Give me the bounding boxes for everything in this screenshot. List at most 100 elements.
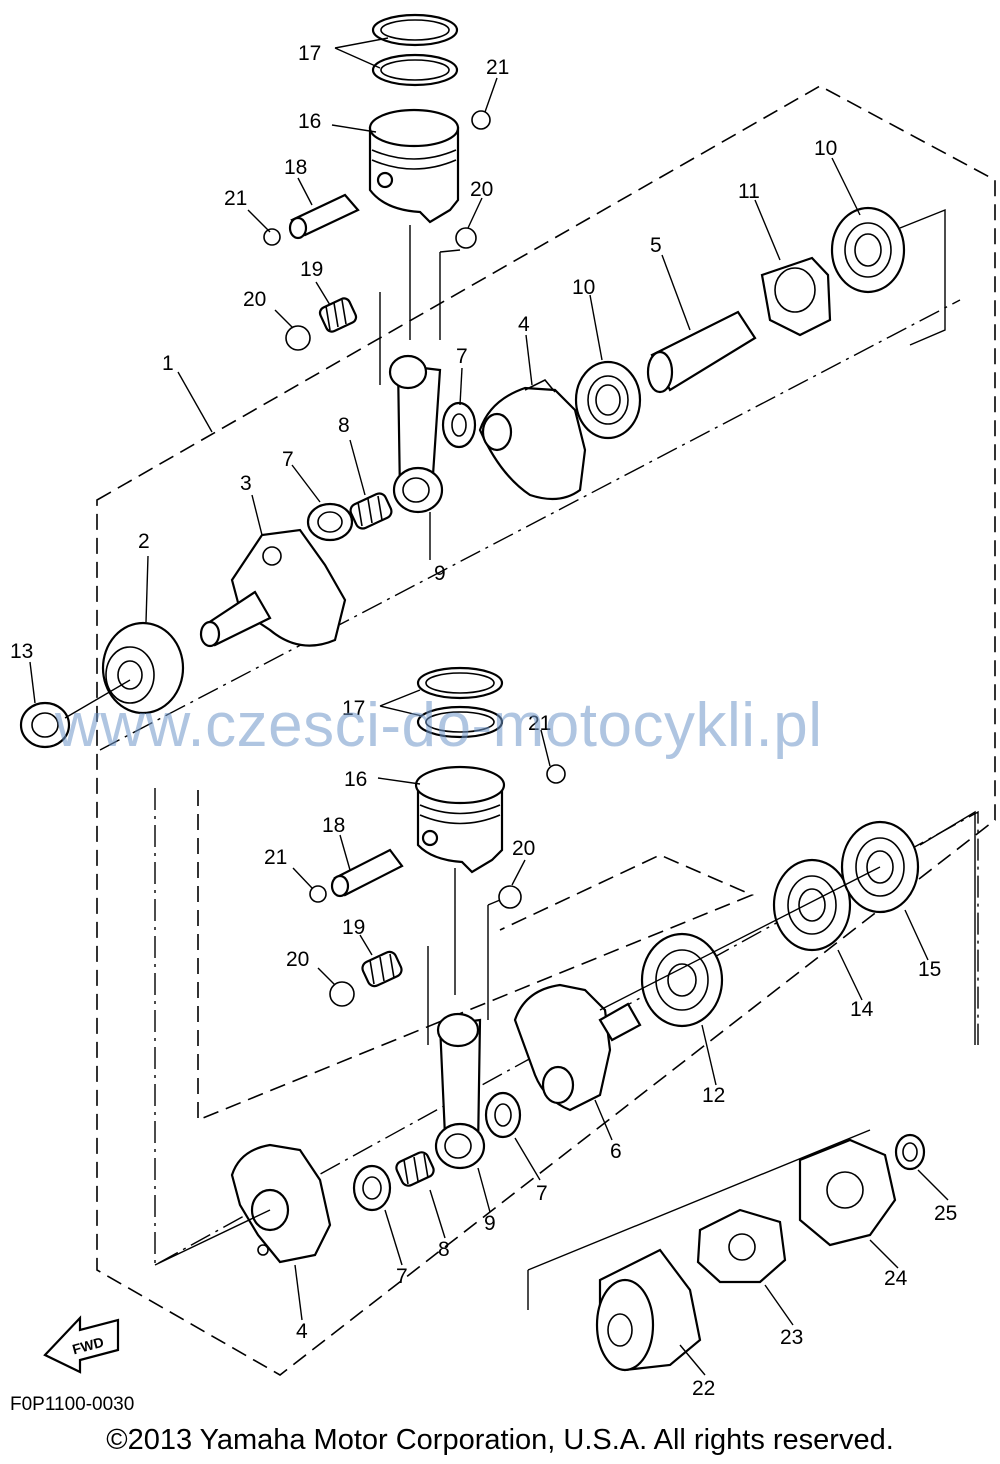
callout-18-lower: 18	[322, 814, 345, 837]
callout-25: 25	[934, 1202, 957, 1225]
callout-20-upper-left: 20	[243, 288, 266, 311]
diagram-code: F0P1100-0030	[10, 1394, 135, 1415]
lower-crank-guide	[154, 1209, 271, 1266]
seal-guide	[64, 679, 131, 719]
bearing-main-left	[101, 621, 185, 715]
shaft-upper	[646, 310, 757, 394]
coupling-washer	[894, 1133, 926, 1171]
crank-web-left	[199, 528, 347, 648]
middle-guide-line	[99, 299, 961, 751]
callout-3: 3	[240, 472, 252, 495]
piston-upper	[368, 108, 460, 224]
thrust-washer-lower	[352, 1164, 392, 1212]
piston-pin-upper	[288, 193, 360, 240]
needle-bearing-upper-small-end	[318, 297, 358, 333]
forward-direction-arrow	[43, 1315, 120, 1374]
thrust-washer-left	[306, 502, 354, 542]
callout-18-upper: 18	[284, 156, 307, 179]
callout-5: 5	[650, 234, 662, 257]
upper-shaft-outline	[899, 208, 946, 346]
connecting-rod-upper	[388, 354, 444, 514]
piston-pin-clip-lower-left	[309, 885, 327, 903]
crank-web-right	[478, 379, 587, 501]
crankshaft-assembly-outline	[96, 85, 996, 1376]
washer-lower-rod	[484, 1091, 522, 1139]
callout-10-middle: 10	[572, 276, 595, 299]
callout-9-upper: 9	[434, 562, 446, 585]
callout-21-lower-left: 21	[264, 846, 287, 869]
callout-leaders	[29, 37, 949, 1376]
piston-pin-clip-upper-left	[263, 228, 281, 246]
callout-15: 15	[918, 958, 941, 981]
coupling-drive	[798, 1138, 897, 1247]
callout-17-upper: 17	[298, 42, 321, 65]
callout-21-upper-right: 21	[486, 56, 509, 79]
callout-20-lower-right: 20	[512, 837, 535, 860]
watermark: www.czesci-do-motocykli.pl	[55, 691, 823, 760]
lower-piston-group-outline	[197, 790, 755, 1122]
lower-shaft-guide	[599, 866, 881, 1011]
callout-7-lower-left: 7	[396, 1265, 408, 1288]
piston-pin-lower	[330, 848, 404, 898]
crank-web-lower-right	[513, 983, 642, 1112]
callout-24: 24	[884, 1267, 908, 1290]
callout-2: 2	[138, 530, 150, 553]
coupling-hub	[595, 1248, 702, 1372]
crank-web-lower-left	[230, 1143, 332, 1264]
callout-7-upper-right: 7	[456, 345, 468, 368]
callout-13: 13	[10, 640, 33, 663]
callouts: 17 21 16 18 21 20 20 19 10 11 5 10 4 7 1…	[10, 42, 957, 1400]
piston-pin-clip-upper-right	[471, 110, 491, 130]
callout-17-lower: 17	[342, 697, 365, 720]
washer-upper-right	[455, 227, 477, 249]
labyrinth-seal	[772, 858, 852, 952]
callout-6: 6	[610, 1140, 622, 1163]
piston-lower	[414, 765, 506, 874]
callout-1: 1	[162, 352, 174, 375]
lock-nut	[760, 256, 832, 337]
callout-8-lower: 8	[438, 1238, 450, 1261]
bearing-upper-far-right	[830, 206, 906, 294]
needle-bearing-lower-big-end	[395, 1151, 435, 1187]
callout-14: 14	[850, 998, 874, 1021]
bearing-upper-right	[574, 360, 642, 440]
callout-19-lower: 19	[342, 916, 365, 939]
needle-bearing-lower-small-end	[361, 950, 403, 988]
rod-guide-upper	[379, 225, 461, 385]
callout-4-upper: 4	[518, 313, 530, 336]
callout-20-lower-left: 20	[286, 948, 309, 971]
callout-10-far-right: 10	[814, 137, 837, 160]
coupling-damper	[696, 1208, 787, 1284]
rod-guide-lower	[427, 868, 501, 1045]
coupler-group-outline	[527, 1129, 871, 1310]
callout-8-upper: 8	[338, 414, 350, 437]
piston-pin-clip-lower-right	[546, 764, 566, 784]
washer-upper-rod	[441, 401, 477, 449]
callout-7-lower-right: 7	[536, 1182, 548, 1205]
callout-7-upper-left: 7	[282, 448, 294, 471]
callout-22: 22	[692, 1377, 715, 1400]
lower-shaft-outline	[919, 810, 976, 1045]
callout-21-lower-right: 21	[528, 712, 551, 735]
callout-20-upper-right: 20	[470, 178, 493, 201]
connecting-rod-lower	[434, 1012, 486, 1170]
washer-lower-left	[329, 981, 355, 1007]
washer-upper-left	[285, 325, 311, 351]
bearing-lower-middle	[640, 932, 724, 1028]
callout-23: 23	[780, 1326, 803, 1349]
callout-11: 11	[738, 180, 760, 203]
callout-19-upper: 19	[300, 258, 323, 281]
callout-16-lower: 16	[344, 768, 367, 791]
needle-bearing-upper-big-end	[349, 492, 393, 530]
fwd-label: FWD	[71, 1334, 106, 1358]
oil-seal	[19, 701, 71, 749]
piston-ring-set-lower	[416, 666, 504, 739]
piston-ring-set-upper	[371, 13, 459, 87]
callout-21-upper-left: 21	[224, 187, 247, 210]
callout-12: 12	[702, 1084, 725, 1107]
copyright-notice: ©2013 Yamaha Motor Corporation, U.S.A. A…	[106, 1424, 894, 1456]
callout-9-lower: 9	[484, 1212, 496, 1235]
callout-16-upper: 16	[298, 110, 321, 133]
callout-4-lower: 4	[296, 1320, 308, 1343]
